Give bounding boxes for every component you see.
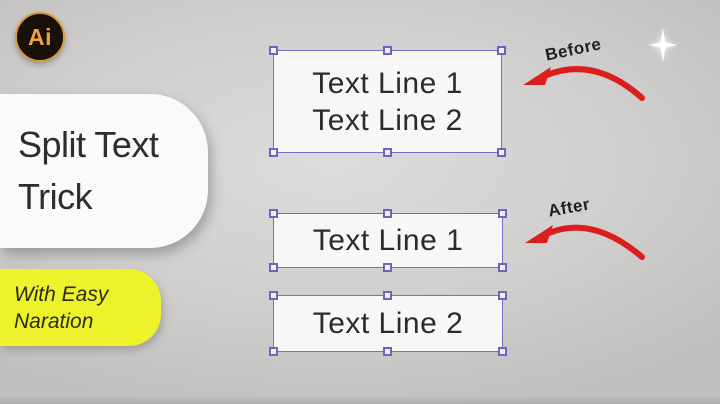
selection-handle	[269, 46, 278, 55]
selection-handle	[497, 148, 506, 157]
selection-handle	[269, 263, 278, 272]
illustrator-logo-icon: Ai	[15, 12, 65, 62]
selection-handle	[383, 347, 392, 356]
selection-handle	[498, 209, 507, 218]
selection-handle	[382, 148, 392, 157]
text-frame-line-1: Text Line 1	[269, 209, 507, 272]
selection-handle	[383, 209, 392, 218]
selection-handle	[382, 46, 392, 55]
selection-handle	[269, 209, 278, 218]
narration-badge: With Easy Naration	[0, 269, 161, 346]
text-line: Text Line 2	[312, 103, 463, 137]
selection-handle	[269, 347, 278, 356]
sparkle-icon	[649, 28, 677, 62]
selection-handle	[269, 148, 278, 157]
after-arrow-icon	[525, 224, 645, 260]
title-line-1: Split Text	[18, 124, 159, 165]
selection-handle	[498, 263, 507, 272]
selection-handle	[269, 291, 278, 300]
selection-handle	[383, 291, 392, 300]
illustrator-logo-text: Ai	[28, 23, 52, 50]
text-frame-combined: Text Line 1 Text Line 2	[269, 46, 506, 157]
title-panel: Split Text Trick	[0, 94, 208, 248]
text-frame-line-2: Text Line 2	[269, 291, 507, 356]
selection-handle	[498, 291, 507, 300]
text-line: Text Line 1	[312, 66, 463, 100]
badge-line-1: With Easy	[14, 282, 109, 306]
title-line-2: Trick	[18, 176, 93, 217]
text-line: Text Line 1	[312, 224, 464, 257]
selection-handle	[383, 263, 392, 272]
text-line: Text Line 2	[312, 307, 464, 340]
before-arrow-icon	[523, 66, 645, 101]
selection-handle	[498, 347, 507, 356]
selection-handle	[497, 46, 506, 55]
badge-line-2: Naration	[14, 309, 94, 333]
